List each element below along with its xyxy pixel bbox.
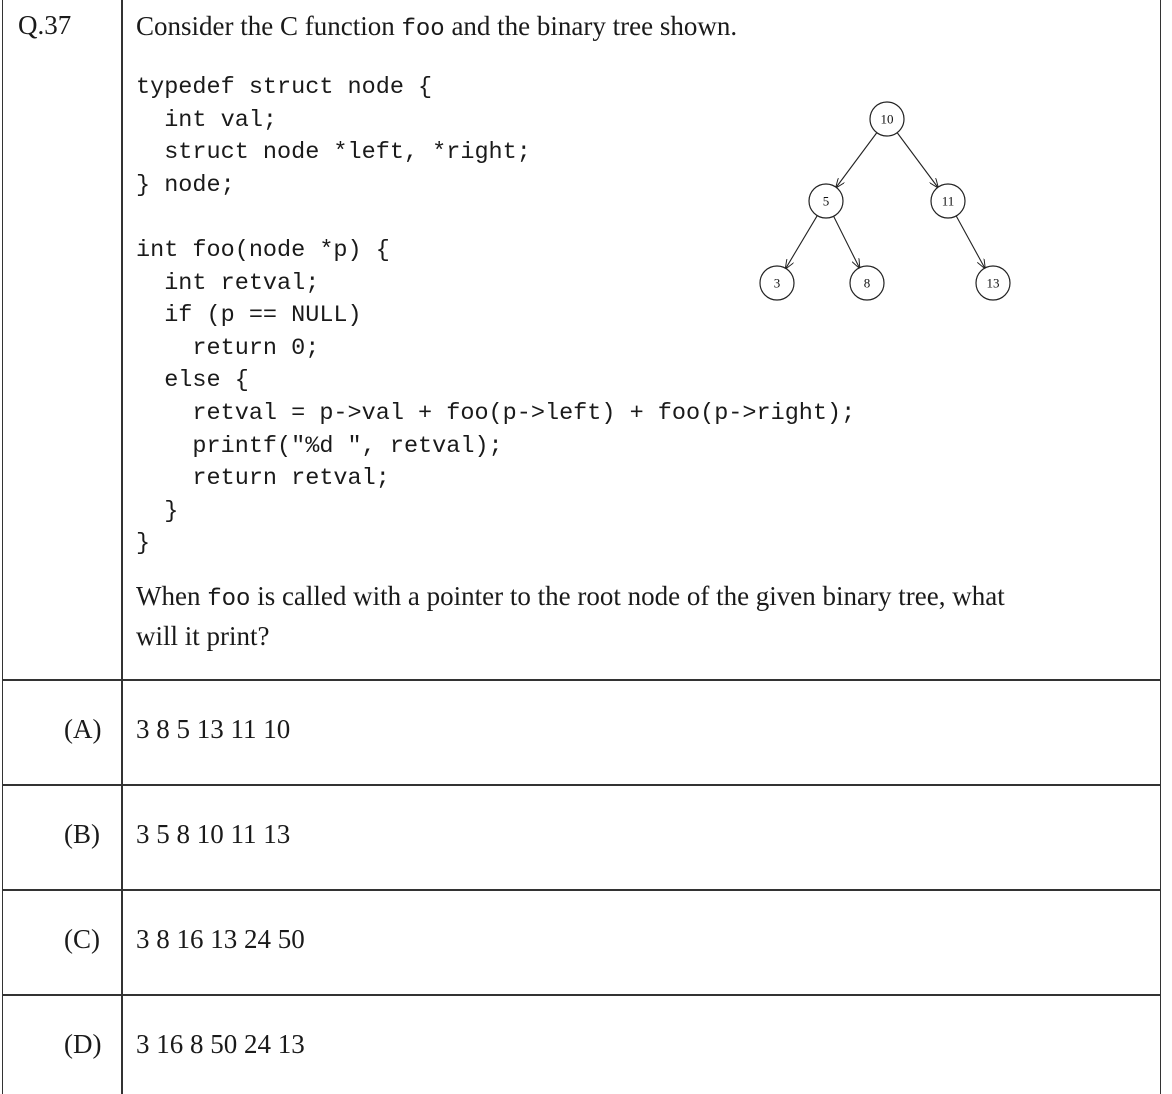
tree-node-circle [930,183,966,219]
code-line: struct node *left, *right; [136,139,531,167]
tree-node-label: 5 [823,194,830,209]
tree-edge-n10-n5 [836,132,878,188]
row-divider-c [2,994,1161,996]
code-line: return 0; [136,334,320,362]
option-c-text[interactable]: 3 8 16 13 24 50 [136,924,305,954]
code-line: return retval; [136,465,390,493]
code-line: } node; [136,171,235,199]
tree-node-circle [869,101,905,137]
code-line: int retval; [136,269,320,297]
tree-node-label: 10 [881,112,894,127]
tree-node-13: 13 [975,265,1011,301]
tree-node-label: 13 [987,276,1000,291]
tree-node-label: 3 [774,276,781,291]
code-line: int foo(node *p) { [136,236,390,264]
code-line: else { [136,367,249,395]
row-divider-question [2,679,1161,681]
tree-node-circle [759,265,795,301]
row-divider-b [2,889,1161,891]
tree-node-10: 10 [869,101,905,137]
code-line: int val; [136,106,278,134]
tree-node-label: 11 [942,194,955,209]
tree-node-5: 5 [808,183,844,219]
option-d-label[interactable]: (D) [64,1029,102,1059]
tree-edge-n10-n11 [896,132,938,188]
question-prompt: When foo is called with a pointer to the… [136,581,1005,651]
option-d-text[interactable]: 3 16 8 50 24 13 [136,1029,305,1059]
tree-edge-n5-n8 [833,215,860,268]
code-line: } [136,530,151,558]
tree-edge-n5-n3 [786,215,818,269]
inline-code-foo: foo [401,16,445,43]
column-divider [121,0,123,1094]
option-a-label[interactable]: (A) [64,714,102,744]
row-divider-a [2,784,1161,786]
tree-node-8: 8 [849,265,885,301]
option-b-label[interactable]: (B) [64,819,100,849]
tree-node-3: 3 [759,265,795,301]
code-line: } [136,497,179,525]
tree-node-circle [849,265,885,301]
tree-node-circle [975,265,1011,301]
code-block: typedef struct node { int val; struct no… [136,72,855,561]
binary-tree-diagram: 10 5 11 3 8 13 [759,101,1011,301]
code-line: typedef struct node { [136,74,433,101]
code-line: if (p == NULL) [136,302,362,330]
option-c-label[interactable]: (C) [64,924,100,954]
tree-edge-n11-n13 [955,215,985,268]
code-line: retval = p->val + foo(p->left) + foo(p->… [136,399,856,427]
tree-node-11: 11 [930,183,966,219]
question-intro: Consider the C function foo and the bina… [136,11,738,43]
option-a-text[interactable]: 3 8 5 13 11 10 [136,714,291,744]
tree-node-label: 8 [864,276,871,291]
code-line: printf("%d ", retval); [136,432,503,460]
question-number: Q.37 [18,10,72,40]
option-b-text[interactable]: 3 5 8 10 11 13 [136,819,291,849]
tree-node-circle [808,183,844,219]
inline-code-foo: foo [207,586,251,613]
